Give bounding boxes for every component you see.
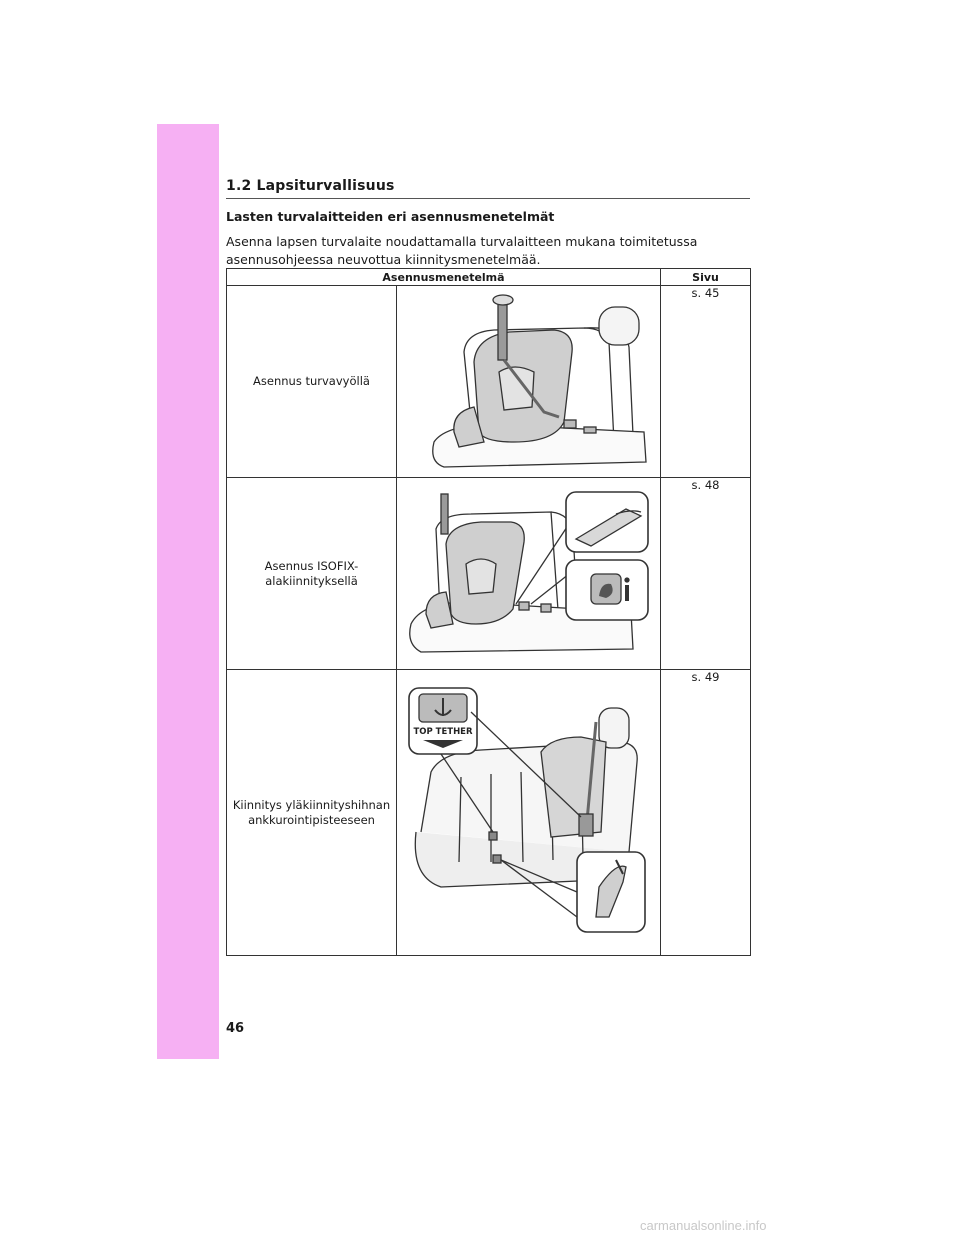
- section-divider: [226, 198, 750, 199]
- page-number: 46: [226, 1021, 245, 1036]
- section-title: 1.2 Lapsiturvallisuus: [226, 178, 395, 194]
- table-row: Asennus ISOFIX-alakiinnityksellä: [226, 477, 751, 670]
- table-header-row: Asennusmenetelmä Sivu: [226, 268, 751, 286]
- header-page: Sivu: [660, 268, 751, 286]
- sub-heading: Lasten turvalaitteiden eri asennusmenete…: [226, 209, 555, 224]
- chapter-side-tab: [157, 124, 219, 1059]
- table-row: Kiinnitys yläkiinnityshihnan ankkurointi…: [226, 669, 751, 956]
- header-method: Asennusmenetelmä: [226, 268, 661, 286]
- watermark: carmanualsonline.info: [640, 1218, 767, 1233]
- isofix-illustration: [396, 477, 661, 670]
- intro-paragraph: Asenna lapsen turvalaite noudattamalla t…: [226, 234, 698, 267]
- top-tether-label: TOP TETHER: [413, 727, 473, 737]
- seat-belt-illustration: [396, 285, 661, 478]
- top-tether-illustration: TOP TETHER: [396, 669, 661, 956]
- page-ref-top-tether: s. 49: [660, 669, 751, 956]
- method-seat-belt: Asennus turvavyöllä: [226, 285, 397, 478]
- page-ref-isofix: s. 48: [660, 477, 751, 670]
- method-isofix: Asennus ISOFIX-alakiinnityksellä: [226, 477, 397, 670]
- method-top-tether: Kiinnitys yläkiinnityshihnan ankkurointi…: [226, 669, 397, 956]
- page-ref-seat-belt: s. 45: [660, 285, 751, 478]
- installation-methods-table: Asennusmenetelmä Sivu Asennus turvavyöll…: [226, 268, 751, 956]
- table-row: Asennus turvavyöllä: [226, 285, 751, 478]
